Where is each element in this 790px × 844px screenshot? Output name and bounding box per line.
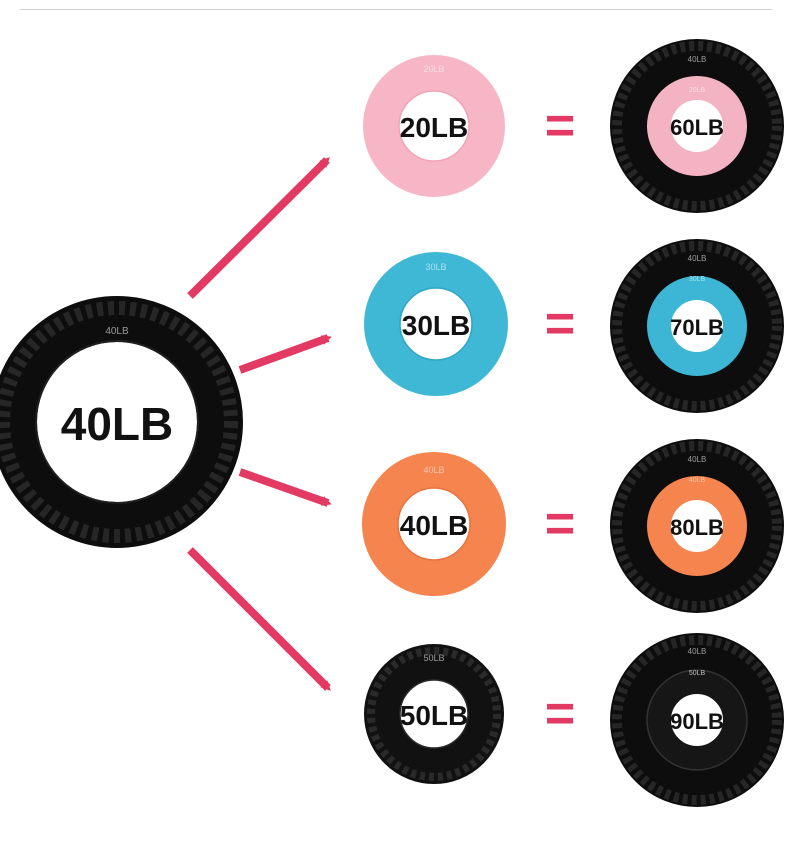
combo-60lb: 40LB 20LB 60LB xyxy=(610,39,784,213)
combo-60lb-inner-emboss: 20LB xyxy=(689,87,706,94)
ring-30lb-label: 30LB xyxy=(402,310,470,341)
arrow-to-50lb xyxy=(187,547,331,691)
combo-90lb-inner-ring xyxy=(647,670,747,770)
combo-60lb-outer-emboss: 40LB xyxy=(688,55,707,64)
ring-20lb: 20LB 20LB xyxy=(363,55,505,197)
ring-20lb-body xyxy=(363,55,505,197)
ring-50lb-emboss: 50LB xyxy=(423,653,444,663)
combo-70lb-tread xyxy=(612,241,782,411)
combo-90lb-outer-emboss: 40LB xyxy=(688,647,707,656)
combo-60lb-tire xyxy=(610,39,784,213)
combo-80lb-tread xyxy=(612,441,782,611)
ring-20lb-label: 20LB xyxy=(400,112,468,143)
combo-60lb-inner-ring xyxy=(647,76,747,176)
ring-50lb-label: 50LB xyxy=(400,700,468,731)
combo-80lb: 40LB 40LB 80LB xyxy=(610,439,784,613)
equals-sign-30lb: = xyxy=(545,295,575,353)
combo-70lb-outer-emboss: 40LB xyxy=(688,254,707,263)
main-ring-40lb: 40LB 40LB xyxy=(0,296,243,548)
main-ring-label: 40LB xyxy=(61,398,173,450)
combo-70lb: 40LB 30LB 70LB xyxy=(610,239,784,413)
combo-90lb: 40LB 50LB 90LB xyxy=(610,633,784,807)
combo-70lb-label: 70LB xyxy=(670,315,724,340)
main-ring-emboss: 40LB xyxy=(105,326,129,337)
row-50lb: 50LB 50LB = 40LB 50LB 90LB xyxy=(364,633,784,807)
combo-70lb-inner-ring xyxy=(647,276,747,376)
equals-sign-40lb: = xyxy=(545,495,575,553)
ring-20lb-inner-edge xyxy=(398,90,470,162)
ring-30lb: 30LB 30LB xyxy=(364,252,508,396)
ring-30lb-emboss: 30LB xyxy=(425,262,446,272)
ring-50lb: 50LB 50LB xyxy=(364,644,504,784)
ring-50lb-tread xyxy=(367,647,501,781)
arrow-to-20lb xyxy=(187,157,330,299)
combo-60lb-tread xyxy=(612,41,782,211)
ring-40lb-inner-edge xyxy=(397,487,471,561)
main-ring-inner-edge xyxy=(35,340,199,504)
ring-40lb-emboss: 40LB xyxy=(423,465,444,475)
combo-90lb-tread xyxy=(612,635,782,805)
combo-80lb-outer-emboss: 40LB xyxy=(688,455,707,464)
ring-30lb-body xyxy=(364,252,508,396)
combo-90lb-tire xyxy=(610,633,784,807)
combo-60lb-label: 60LB xyxy=(670,115,724,140)
top-divider xyxy=(20,9,772,10)
ring-40lb-label: 40LB xyxy=(400,510,468,541)
main-ring-tire xyxy=(0,296,243,548)
arrow-to-40lb xyxy=(238,468,332,507)
combo-80lb-tire xyxy=(610,439,784,613)
combo-90lb-inner-edge xyxy=(646,669,748,771)
ring-50lb-body xyxy=(364,644,504,784)
equals-sign-50lb: = xyxy=(545,685,575,743)
ring-30lb-inner-edge xyxy=(399,287,473,361)
arrows xyxy=(187,157,332,691)
combo-70lb-tire xyxy=(610,239,784,413)
ring-20lb-emboss: 20LB xyxy=(423,64,444,74)
arrow-to-30lb xyxy=(238,334,332,374)
row-20lb: 20LB 20LB = 40LB 20LB 60LB xyxy=(363,39,784,213)
ring-50lb-inner-edge xyxy=(399,679,469,749)
combo-80lb-inner-emboss: 40LB xyxy=(689,477,706,484)
row-30lb: 30LB 30LB = 40LB 30LB 70LB xyxy=(364,239,784,413)
combo-90lb-label: 90LB xyxy=(670,709,724,734)
ring-40lb: 40LB 40LB xyxy=(362,452,506,596)
row-40lb: 40LB 40LB = 40LB 40LB 80LB xyxy=(362,439,784,613)
main-ring-tread xyxy=(0,301,238,543)
combo-80lb-label: 80LB xyxy=(670,515,724,540)
combo-90lb-inner-emboss: 50LB xyxy=(689,670,706,677)
combo-70lb-inner-emboss: 30LB xyxy=(689,276,706,283)
ring-40lb-body xyxy=(362,452,506,596)
equals-sign-20lb: = xyxy=(545,97,575,155)
combo-80lb-inner-ring xyxy=(647,476,747,576)
